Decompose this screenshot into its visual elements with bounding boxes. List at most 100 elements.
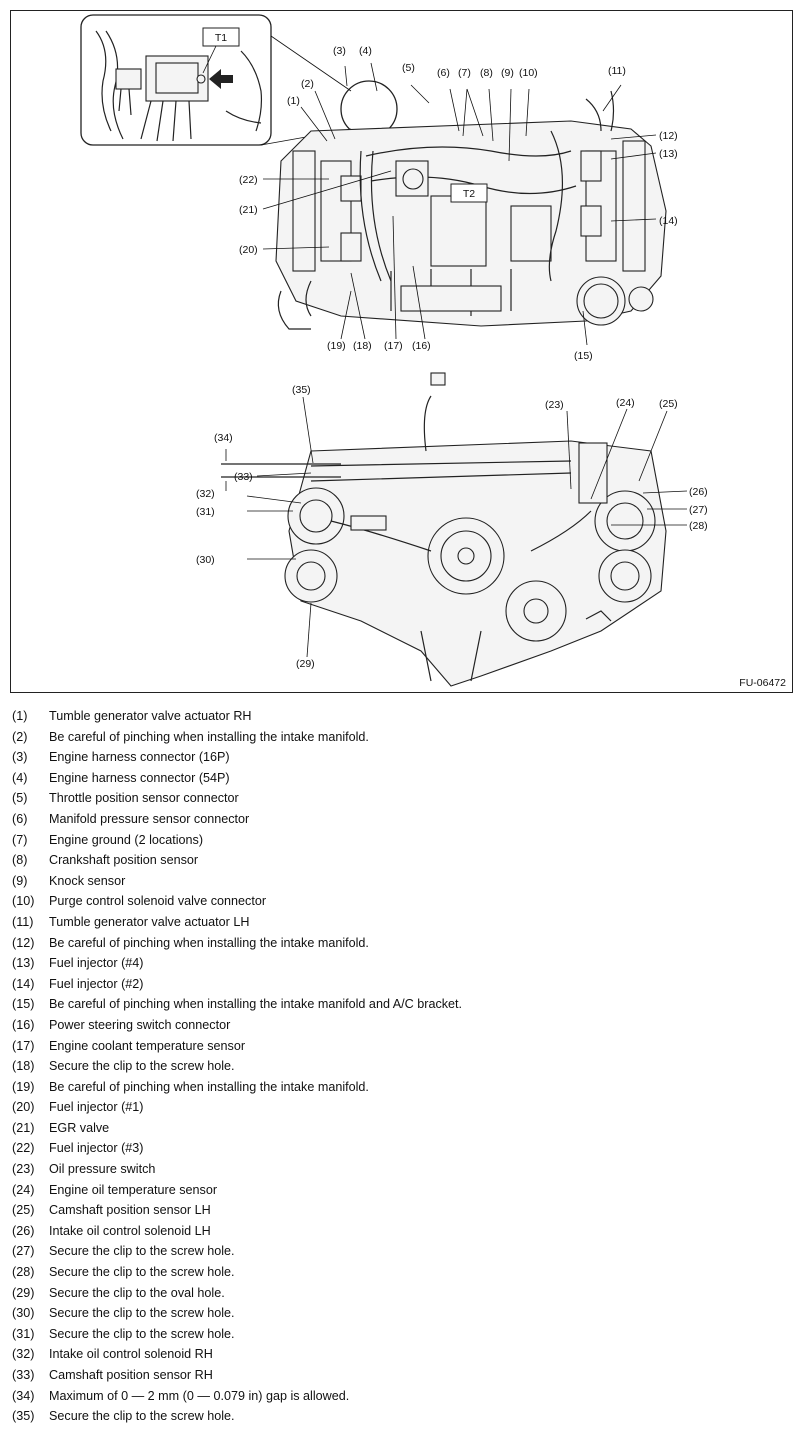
callout-29: (29) <box>296 658 315 670</box>
legend-number: (17) <box>12 1038 35 1053</box>
callout-20: (20) <box>239 244 258 256</box>
inset-detail: T1 <box>80 14 272 146</box>
legend-item: (7)Engine ground (2 locations) <box>12 830 792 851</box>
legend-text: Be careful of pinching when installing t… <box>49 1079 369 1094</box>
callout-35: (35) <box>292 384 311 396</box>
legend-text: Engine harness connector (16P) <box>49 750 230 765</box>
legend-item: (1)Tumble generator valve actuator RH <box>12 706 792 727</box>
legend-item: (23) Oil pressure switch <box>12 1159 792 1180</box>
legend-text: Power steering switch connector <box>49 1017 231 1032</box>
legend-item: (29) Secure the clip to the oval hole. <box>12 1283 792 1304</box>
legend-item: (32)Intake oil control solenoid RH <box>12 1344 792 1365</box>
legend-item: (34) Maximum of 0 — 2 mm (0 — 0.079 in) g… <box>12 1386 792 1407</box>
callout-13: (13) <box>659 148 678 160</box>
legend-text: Be careful of pinching when installing t… <box>49 997 463 1012</box>
legend-text: Fuel injector (#4) <box>49 956 144 971</box>
callout-5: (5) <box>402 62 415 74</box>
callout-17: (17) <box>384 340 403 352</box>
legend-item: (20)Fuel injector (#1) <box>12 1097 792 1118</box>
legend-text: Tumble generator valve actuator LH <box>49 914 250 929</box>
legend-item: (6)Manifold pressure sensor connector <box>12 809 792 830</box>
engine-harness-diagram: T1 <box>10 10 793 693</box>
legend-text: EGR valve <box>49 1120 110 1135</box>
legend-text: Engine ground (2 locations) <box>49 832 204 847</box>
legend-item: (27)Secure the clip to the screw hole. <box>12 1241 792 1262</box>
legend-number: (34) <box>12 1388 35 1403</box>
callout-31: (31) <box>196 506 215 518</box>
legend-item: (10) Purge control solenoid valve connect… <box>12 891 792 912</box>
legend-number: (32) <box>12 1347 35 1362</box>
legend-item: (3) Engine harness connector (16P) <box>12 747 792 768</box>
callout-19: (19) <box>327 340 346 352</box>
legend-text: Fuel injector (#1) <box>49 1100 144 1115</box>
legend-text: Maximum of 0 — 2 mm (0 — 0.079 in) gap i… <box>49 1388 350 1403</box>
legend-item: (4) Engine harness connector (54P) <box>12 768 792 789</box>
legend-text: Secure the clip to the oval hole. <box>49 1285 225 1300</box>
legend-text: Secure the clip to the screw hole. <box>49 1326 235 1341</box>
legend-item: (31)Secure the clip to the screw hole. <box>12 1324 792 1345</box>
legend-text: Engine harness connector (54P) <box>49 770 230 785</box>
legend-text: Secure the clip to the screw hole. <box>49 1409 235 1424</box>
callout-8: (8) <box>480 67 493 79</box>
legend-number: (5) <box>12 791 28 806</box>
legend-text: Camshaft position sensor RH <box>49 1368 213 1382</box>
legend-text: Fuel injector (#2) <box>49 976 144 991</box>
legend-number: (8) <box>12 853 28 868</box>
legend-item: (30)Secure the clip to the screw hole. <box>12 1303 792 1324</box>
legend-text: Crankshaft position sensor <box>49 853 199 868</box>
callout-16: (16) <box>412 340 431 352</box>
callout-23: (23) <box>545 399 564 411</box>
legend-number: (3) <box>12 750 28 765</box>
callout-15: (15) <box>574 350 593 362</box>
legend-item: (14) Fuel injector (#2) <box>12 974 792 995</box>
callout-9: (9) <box>501 67 514 79</box>
legend-text: Oil pressure switch <box>49 1162 156 1177</box>
legend-item: (18)Secure the clip to the screw hole. <box>12 1056 792 1077</box>
callout-21: (21) <box>239 204 258 216</box>
legend-item: (35)Secure the clip to the screw hole. <box>12 1406 792 1427</box>
legend-text: Camshaft position sensor LH <box>49 1203 211 1218</box>
callout-14: (14) <box>659 215 678 227</box>
legend-number: (2) <box>12 729 28 744</box>
legend-number: (16) <box>12 1017 35 1032</box>
callout-leaders <box>225 62 688 658</box>
legend-item: (17)Engine coolant temperature sensor <box>12 1036 792 1057</box>
callout-30: (30) <box>196 554 215 566</box>
legend-number: (1) <box>12 709 28 723</box>
legend-item: (8) Crankshaft position sensor <box>12 850 792 871</box>
legend-number: (30) <box>12 1306 35 1321</box>
legend-number: (19) <box>12 1079 35 1094</box>
legend-number: (29) <box>12 1285 35 1300</box>
legend-text: Be careful of pinching when installing t… <box>49 935 369 950</box>
callout-18: (18) <box>353 340 372 352</box>
legend-number: (23) <box>12 1162 35 1177</box>
callout-27: (27) <box>689 504 708 516</box>
figure-code: FU-06472 <box>739 677 786 689</box>
legend-number: (10) <box>12 894 35 909</box>
callout-11: (11) <box>608 65 626 77</box>
legend-item: (2)Be careful of pinching when installin… <box>12 727 792 748</box>
legend-item: (19) Be careful of pinching when installi… <box>12 1077 792 1098</box>
legend-number: (33) <box>12 1368 35 1382</box>
legend-text: Intake oil control solenoid LH <box>49 1223 211 1238</box>
legend-item: (21)EGR valve <box>12 1118 792 1139</box>
callout-33: (33) <box>234 471 253 483</box>
callout-2: (2) <box>301 78 314 90</box>
legend-number: (9) <box>12 873 28 888</box>
legend-text: Throttle position sensor connector <box>49 791 239 806</box>
callout-24: (24) <box>616 397 635 409</box>
center-t2-label: T2 <box>463 188 475 200</box>
callout-10: (10) <box>519 67 538 79</box>
legend-text: Purge control solenoid valve connector <box>49 894 267 909</box>
legend-number: (14) <box>12 976 35 991</box>
legend-text: Secure the clip to the screw hole. <box>49 1059 235 1074</box>
callout-25: (25) <box>659 398 678 410</box>
inset-t1-label: T1 <box>215 32 227 44</box>
legend-text: Secure the clip to the screw hole. <box>49 1265 235 1280</box>
legend-number: (4) <box>12 770 28 785</box>
legend-item: (9)Knock sensor <box>12 871 792 892</box>
callout-12: (12) <box>659 130 678 142</box>
legend-number: (27) <box>12 1244 35 1259</box>
legend-text: Fuel injector (#3) <box>49 1141 144 1156</box>
legend-list: (1)Tumble generator valve actuator RH (2… <box>12 706 792 1427</box>
